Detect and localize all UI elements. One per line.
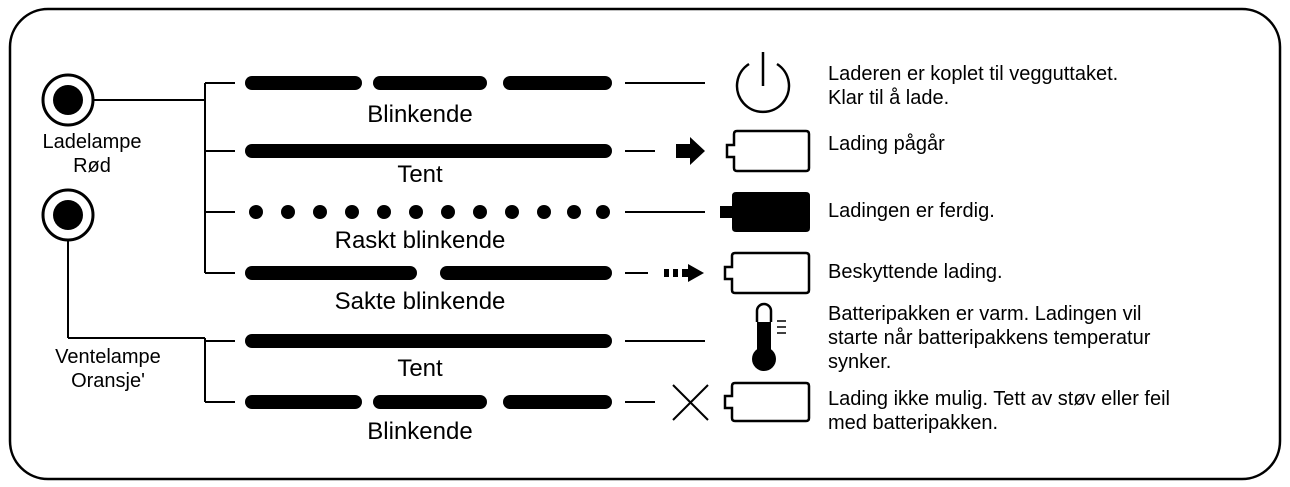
charge-lamp <box>41 73 95 127</box>
status-description: Klar til å lade. <box>828 87 949 109</box>
status-description: starte når batteripakkens temperatur <box>828 327 1151 349</box>
battery-full-icon <box>720 192 810 232</box>
signal-label: Blinkende <box>367 101 472 128</box>
status-description: Laderen er koplet til vegguttaket. <box>828 63 1118 85</box>
battery-error-icon <box>672 381 811 423</box>
signal-row-4: Sakte blinkende Beskyttende lading. <box>245 251 1003 315</box>
signal-label: Blinkende <box>367 418 472 445</box>
charge-lamp-color: Rød <box>73 155 111 177</box>
blink-pattern-fast-blinking <box>249 205 610 219</box>
signal-label: Sakte blinkende <box>335 288 506 315</box>
signal-row-2: Tent Lading pågår <box>245 129 945 188</box>
battery-protective-icon <box>664 251 811 295</box>
wait-lamp <box>41 188 95 242</box>
status-description: synker. <box>828 351 891 373</box>
signal-row-5: Tent Batteripakken er varm. Ladingen vil… <box>245 302 1151 382</box>
status-description: med batteripakken. <box>828 412 998 434</box>
status-description: Beskyttende lading. <box>828 261 1003 283</box>
signal-label: Raskt blinkende <box>335 227 506 254</box>
wait-lamp-color: Oransje' <box>71 370 145 392</box>
status-description: Ladingen er ferdig. <box>828 200 995 222</box>
charge-lamp-label: Ladelampe <box>43 131 142 153</box>
connector-lines <box>67 82 235 403</box>
status-description: Lading ikke mulig. Tett av støv eller fe… <box>828 388 1170 410</box>
signal-row-6: Blinkende Lading ikke mulig. Tett av stø… <box>245 381 1170 445</box>
signal-label: Tent <box>397 161 443 188</box>
status-description: Batteripakken er varm. Ladingen vil <box>828 303 1142 325</box>
signal-row-1: Blinkende Laderen er koplet til veggutta… <box>245 52 1118 128</box>
status-description: Lading pågår <box>828 133 945 155</box>
signal-row-3: Raskt blinkende Ladingen er ferdig. <box>249 192 995 254</box>
power-icon <box>735 52 791 114</box>
thermometer-icon <box>752 302 786 371</box>
diagram-frame <box>8 7 1282 481</box>
wait-lamp-label: Ventelampe <box>55 346 161 368</box>
battery-charging-icon <box>676 129 811 173</box>
signal-label: Tent <box>397 355 443 382</box>
